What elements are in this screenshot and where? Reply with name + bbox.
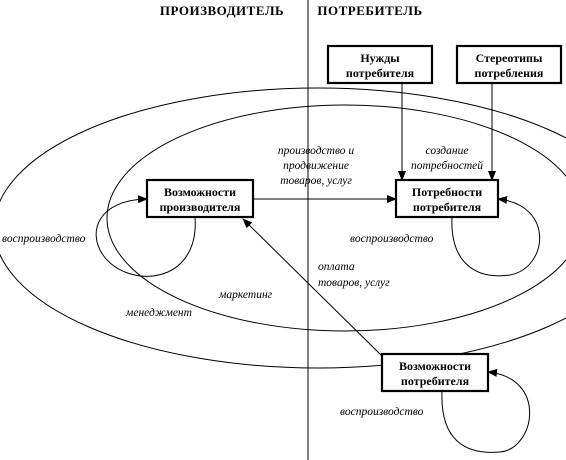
needs-box-line2: потребителя	[346, 66, 415, 80]
management-label: менеджмент	[125, 307, 192, 319]
consumer-capabilities-box	[380, 352, 490, 393]
needs-box	[326, 44, 434, 85]
consumer-needs-reproduction-label: воспроизводство	[350, 233, 434, 245]
marketing-ellipse	[106, 104, 566, 332]
stereotypes-box-line1: Стереотипы	[476, 51, 543, 65]
producer-reproduction-loop	[95, 195, 196, 277]
needs-creation-label-1: создание	[426, 145, 469, 157]
producer-column-title: ПРОИЗВОДИТЕЛЬ	[160, 3, 284, 18]
needs-box-line1: Нужды	[360, 51, 400, 65]
payment-arrow	[242, 218, 383, 357]
consumer-needs-line2: потребителя	[413, 200, 482, 214]
producer-capabilities-line1: Возможности	[164, 185, 236, 199]
needs-creation-label-2: потребностей	[411, 159, 483, 172]
management-ellipse	[0, 87, 566, 369]
consumer-needs-line1: Потребности	[412, 185, 482, 199]
stereotypes-box	[455, 44, 563, 85]
marketing-label: маркетинг	[218, 289, 273, 301]
production-promotion-label-2: продвижение	[283, 160, 349, 172]
production-promotion-label-1: производство и	[278, 145, 355, 157]
consumer-column-title: ПОТРЕБИТЕЛЬ	[317, 3, 422, 18]
payment-label-2: товаров, услуг	[318, 277, 390, 289]
payment-label-1: оплата	[318, 261, 355, 273]
production-promotion-label-3: товаров, услуг	[280, 175, 352, 187]
consumer-capabilities-line1: Возможности	[399, 359, 471, 373]
consumer-needs-reproduction-loop	[451, 195, 541, 277]
producer-capabilities-box	[145, 178, 255, 219]
consumer-capabilities-line2: потребителя	[401, 374, 470, 388]
stereotypes-box-line2: потребления	[475, 66, 544, 80]
producer-reproduction-label: воспроизводство	[2, 233, 86, 245]
producer-capabilities-line2: производителя	[160, 200, 241, 214]
consumer-capabilities-reproduction-label: воспроизводство	[340, 406, 424, 418]
consumer-capabilities-reproduction-loop	[441, 368, 530, 453]
